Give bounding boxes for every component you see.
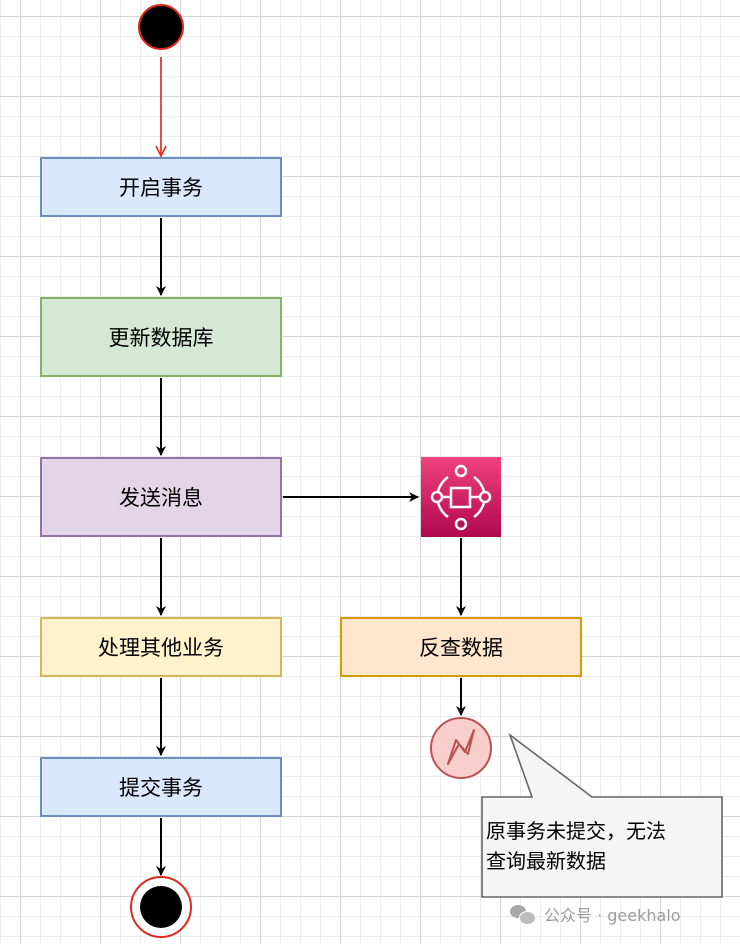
commit-transaction-node[interactable]: 提交事务 <box>40 757 282 817</box>
note-line-1: 原事务未提交，无法 <box>486 819 666 843</box>
wechat-icon <box>510 903 536 925</box>
query-back-node[interactable]: 反查数据 <box>340 617 582 677</box>
note-text: 原事务未提交，无法 查询最新数据 <box>486 816 712 876</box>
note-callout <box>481 732 723 898</box>
send-message-label: 发送消息 <box>119 486 203 510</box>
watermark: 公众号 · geekhalo <box>510 902 681 926</box>
final-state-icon <box>130 876 192 938</box>
message-queue-icon <box>421 457 501 537</box>
process-other-label: 处理其他业务 <box>98 636 224 660</box>
error-event-icon <box>430 717 492 779</box>
commit-transaction-label: 提交事务 <box>119 776 203 800</box>
start-transaction-node[interactable]: 开启事务 <box>40 157 282 217</box>
update-database-node[interactable]: 更新数据库 <box>40 297 282 377</box>
update-database-label: 更新数据库 <box>108 326 214 350</box>
query-back-label: 反查数据 <box>419 636 503 660</box>
initial-state-icon <box>138 4 184 50</box>
send-message-node[interactable]: 发送消息 <box>40 457 282 537</box>
start-transaction-label: 开启事务 <box>119 176 203 200</box>
process-other-node[interactable]: 处理其他业务 <box>40 617 282 677</box>
note-line-2: 查询最新数据 <box>486 849 606 873</box>
watermark-text: 公众号 · geekhalo <box>544 906 681 925</box>
